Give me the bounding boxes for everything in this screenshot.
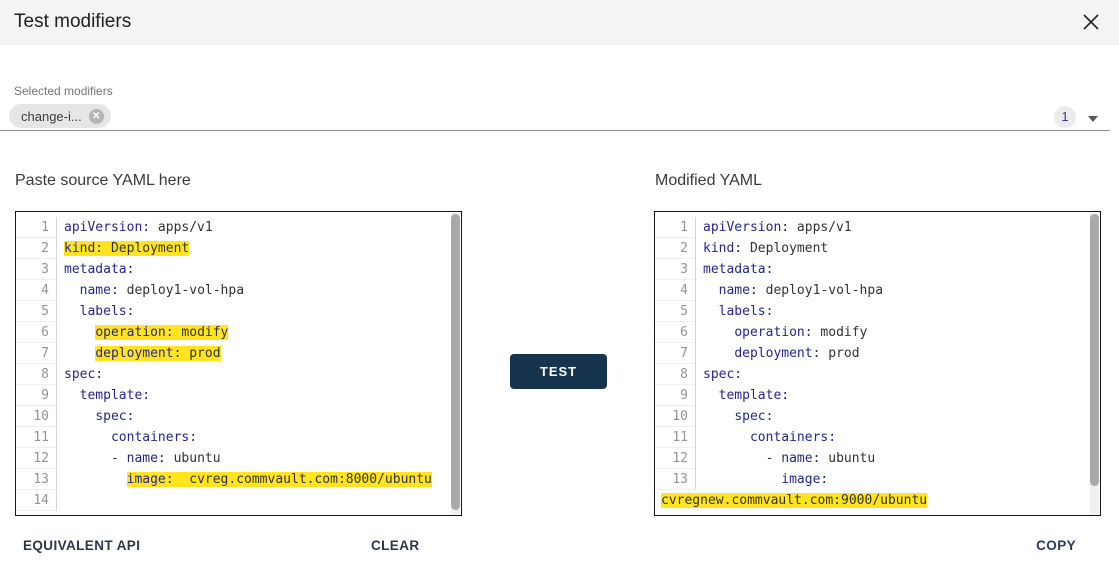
chevron-down-icon[interactable] (1088, 116, 1098, 122)
code-line: 6 operation: modify (16, 322, 461, 343)
source-editor-scrollbar (451, 213, 460, 514)
line-number: 13 (16, 469, 57, 490)
line-number: 2 (655, 238, 696, 259)
close-icon (1080, 11, 1106, 33)
line-number: 10 (16, 406, 57, 427)
modifier-chip-label: change-i... (21, 108, 82, 124)
code-line: 12 - name: ubuntu (655, 448, 1100, 469)
code-line: 11 containers: (655, 427, 1100, 448)
line-number: 9 (16, 385, 57, 406)
code-line: 14 (16, 490, 461, 511)
line-number: 2 (16, 238, 57, 259)
code-line: 9 template: (655, 385, 1100, 406)
highlighted-code: image: cvreg.commvault.com:8000/ubuntu (126, 472, 432, 487)
line-number: 6 (16, 322, 57, 343)
line-number: 7 (655, 343, 696, 364)
modified-panel-title: Modified YAML (655, 172, 763, 189)
code-line: 7 deployment: prod (655, 343, 1100, 364)
highlighted-code: deployment: prod (95, 346, 221, 361)
code-line: 5 labels: (655, 301, 1100, 322)
line-number: 8 (655, 364, 696, 385)
field-underline (0, 130, 1110, 131)
line-number: 13 (655, 469, 696, 490)
highlighted-code: kind: Deployment (64, 241, 190, 256)
code-line: 4 name: deploy1-vol-hpa (655, 280, 1100, 301)
line-number: 14 (16, 490, 57, 511)
code-line: 13 image: cvreg.commvault.com:8000/ubunt… (16, 469, 461, 490)
line-number: 7 (16, 343, 57, 364)
highlighted-code: cvregnew.commvault.com:9000/ubuntu (661, 493, 928, 508)
source-editor-scrollbar-thumb[interactable] (451, 214, 460, 510)
line-number: 3 (655, 259, 696, 280)
line-number: 9 (655, 385, 696, 406)
highlighted-code: operation: modify (95, 325, 229, 340)
code-line: 10 spec: (655, 406, 1100, 427)
line-number: 11 (655, 427, 696, 448)
source-panel-title: Paste source YAML here (15, 172, 191, 189)
equivalent-api-button[interactable]: EQUIVALENT API (23, 538, 141, 553)
code-line: 7 deployment: prod (16, 343, 461, 364)
code-line: 2 kind: Deployment (16, 238, 461, 259)
code-line: 6 operation: modify (655, 322, 1100, 343)
line-number: 4 (16, 280, 57, 301)
code-line: 9 template: (16, 385, 461, 406)
test-button[interactable]: TEST (510, 354, 607, 389)
line-number: 12 (16, 448, 57, 469)
code-line: 13 image: (655, 469, 1100, 490)
clear-button[interactable]: CLEAR (371, 538, 420, 553)
selected-modifiers-label: Selected modifiers (14, 84, 113, 98)
copy-button[interactable]: COPY (1036, 538, 1076, 553)
line-number: 5 (655, 301, 696, 322)
line-number: 12 (655, 448, 696, 469)
dialog-title: Test modifiers (14, 11, 132, 32)
modifier-chip[interactable]: change-i... ✕ (9, 104, 111, 128)
modified-editor-scrollbar-thumb[interactable] (1090, 214, 1099, 486)
code-line: 4 name: deploy1-vol-hpa (16, 280, 461, 301)
selected-count-badge: 1 (1054, 106, 1076, 128)
code-line: 11 containers: (16, 427, 461, 448)
line-number: 6 (655, 322, 696, 343)
line-number: 4 (655, 280, 696, 301)
code-line: 10 spec: (16, 406, 461, 427)
code-line: 5 labels: (16, 301, 461, 322)
line-number: 3 (16, 259, 57, 280)
chip-remove-icon[interactable]: ✕ (88, 108, 104, 124)
line-number: 1 (16, 217, 57, 238)
line-number: 1 (655, 217, 696, 238)
line-number: 10 (655, 406, 696, 427)
modified-editor-scrollbar (1090, 213, 1099, 514)
code-line-wrapped: cvregnew.commvault.com:9000/ubuntu (655, 490, 1100, 511)
code-line: 12 - name: ubuntu (16, 448, 461, 469)
line-number: 5 (16, 301, 57, 322)
line-number: 8 (16, 364, 57, 385)
line-number: 11 (16, 427, 57, 448)
dialog-header: Test modifiers (0, 0, 1119, 45)
close-button[interactable] (1080, 9, 1106, 35)
